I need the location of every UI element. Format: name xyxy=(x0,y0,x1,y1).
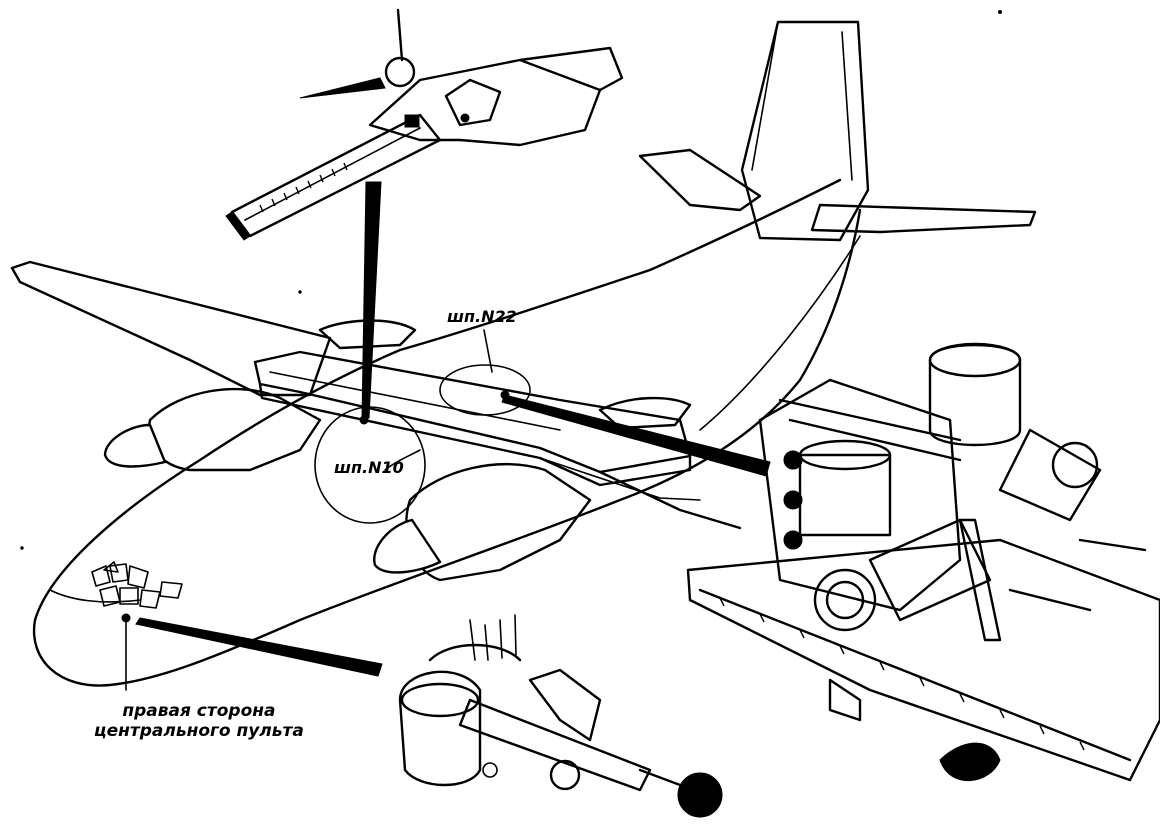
left-wing xyxy=(10,260,332,397)
right-engine xyxy=(373,396,692,582)
inset-right-mechanism xyxy=(686,342,1160,782)
frame-22-label: шп.N22 xyxy=(447,307,517,326)
frame-10-label: шп.N10 xyxy=(334,458,404,477)
leader-lines xyxy=(121,181,771,691)
console-caption-line-2: центрального пульта xyxy=(94,721,304,742)
fuselage xyxy=(32,178,862,687)
horizontal-stabilizer xyxy=(638,148,1037,234)
inset-top-rod xyxy=(225,8,624,241)
inset-bottom-lever xyxy=(398,614,723,818)
tail-fin xyxy=(740,20,870,242)
right-wing xyxy=(253,350,742,530)
speck-marks xyxy=(20,10,1002,550)
console-caption-line-1: правая сторона xyxy=(122,701,276,721)
frame-22-highlight xyxy=(439,364,531,416)
console-caption: правая сторона центрального пульта xyxy=(94,701,304,742)
cockpit-windows xyxy=(91,561,183,609)
left-engine xyxy=(103,319,417,472)
